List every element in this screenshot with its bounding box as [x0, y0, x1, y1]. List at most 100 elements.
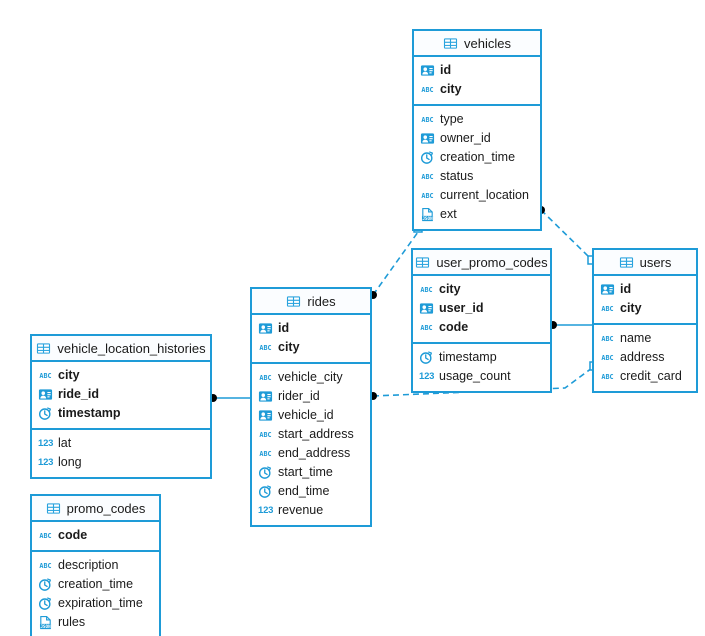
entity-header-rides[interactable]: rides: [252, 289, 370, 315]
svg-text:ABC: ABC: [259, 374, 271, 382]
field-label: creation_time: [440, 150, 516, 165]
field-end_time[interactable]: end_time: [252, 482, 370, 501]
svg-text:ABC: ABC: [259, 344, 271, 352]
entity-header-users[interactable]: users: [594, 250, 696, 276]
field-label: id: [620, 282, 632, 297]
table-icon: [619, 255, 634, 270]
abc-icon: ABC: [258, 427, 273, 442]
svg-text:ABC: ABC: [601, 373, 613, 381]
key-badge-icon: [420, 63, 435, 78]
field-label: credit_card: [620, 369, 682, 384]
field-label: code: [439, 320, 469, 335]
svg-text:ABC: ABC: [421, 192, 433, 200]
entity-header-promo_codes[interactable]: promo_codes: [32, 496, 159, 522]
field-timestamp[interactable]: timestamp: [413, 348, 550, 367]
abc-icon: ABC: [38, 558, 53, 573]
entity-header-user_promo_codes[interactable]: user_promo_codes: [413, 250, 550, 276]
svg-text:ABC: ABC: [601, 335, 613, 343]
svg-text:ABC: ABC: [420, 324, 432, 332]
clock-icon: [419, 350, 434, 365]
field-label: timestamp: [439, 350, 497, 365]
relationship-user-promo-codes-to-users[interactable]: [549, 321, 592, 329]
table-icon: [286, 294, 301, 309]
entity-title: user_promo_codes: [436, 254, 548, 270]
clock-icon: [38, 406, 53, 421]
svg-text:ABC: ABC: [601, 305, 613, 313]
abc-icon: ABC: [258, 370, 273, 385]
field-label: city: [440, 82, 462, 97]
svg-text:ABC: ABC: [421, 116, 433, 124]
field-code[interactable]: ABC code: [413, 318, 550, 337]
field-city[interactable]: ABC city: [252, 338, 370, 357]
abc-icon: ABC: [258, 446, 273, 461]
field-label: rules: [58, 615, 86, 630]
field-credit_card[interactable]: ABC credit_card: [594, 367, 696, 386]
field-label: vehicle_id: [278, 408, 334, 423]
field-creation_time[interactable]: creation_time: [414, 148, 540, 167]
field-label: id: [278, 321, 290, 336]
svg-text:ABC: ABC: [420, 286, 432, 294]
abc-icon: ABC: [419, 282, 434, 297]
abc-icon: ABC: [420, 169, 435, 184]
relationship-vehicle-location-histories-to-rides[interactable]: [209, 394, 250, 402]
svg-text:ABC: ABC: [39, 532, 51, 540]
field-vehicle_id[interactable]: vehicle_id: [252, 406, 370, 425]
field-ride_id[interactable]: ride_id: [32, 385, 210, 404]
entity-header-vehicle_location_histories[interactable]: vehicle_location_histories: [32, 336, 210, 362]
field-rider_id[interactable]: rider_id: [252, 387, 370, 406]
clock-icon: [420, 150, 435, 165]
clock-icon: [258, 484, 273, 499]
field-id[interactable]: id: [414, 61, 540, 80]
table-icon: [415, 255, 430, 270]
key-badge-icon: [38, 387, 53, 402]
field-timestamp[interactable]: timestamp: [32, 404, 210, 423]
field-label: ride_id: [58, 387, 99, 402]
field-label: start_address: [278, 427, 354, 442]
field-creation_time[interactable]: creation_time: [32, 575, 159, 594]
table-icon: [36, 341, 51, 356]
field-start_time[interactable]: start_time: [252, 463, 370, 482]
field-label: long: [58, 455, 82, 470]
key-badge-icon: [420, 131, 435, 146]
field-owner_id[interactable]: owner_id: [414, 129, 540, 148]
field-label: id: [440, 63, 452, 78]
field-user_id[interactable]: user_id: [413, 299, 550, 318]
field-id[interactable]: id: [252, 319, 370, 338]
field-label: city: [278, 340, 300, 355]
svg-text:ABC: ABC: [601, 354, 613, 362]
field-start_address[interactable]: ABC start_address: [252, 425, 370, 444]
field-id[interactable]: id: [594, 280, 696, 299]
entity-header-vehicles[interactable]: vehicles: [414, 31, 540, 57]
field-expiration_time[interactable]: expiration_time: [32, 594, 159, 613]
abc-icon: ABC: [600, 369, 615, 384]
